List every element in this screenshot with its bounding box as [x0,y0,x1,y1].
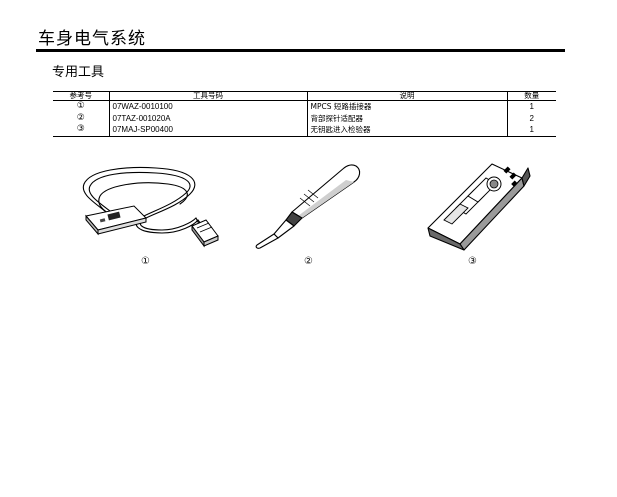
row-qty: 2 [506,112,556,124]
row-code: 07WAZ-0010100 [108,100,307,113]
table-row: ② 07TAZ-001020A 背部探针适配器 2 [53,112,556,124]
row-ref: ② [76,112,85,123]
row-ref: ③ [53,124,109,137]
special-tools-table: 参考号 工具号码 说明 数量 ① 07WAZ-0010100 MPCS 短路插接… [53,91,556,137]
figure-label-1: ① [141,256,150,267]
row-ref: ① [76,101,85,111]
row-desc: 无钥匙进入检验器 [306,124,507,137]
title-divider [36,49,565,52]
table-row: ① 07WAZ-0010100 MPCS 短路插接器 1 [53,100,556,113]
row-desc: 背部探针适配器 [306,112,507,124]
row-code: 07TAZ-001020A [108,112,307,124]
table-header-row: 参考号 工具号码 说明 数量 [53,91,556,101]
mpcs-short-connector-icon [82,167,219,248]
row-desc: MPCS 短路插接器 [306,100,507,113]
row-code: 07MAJ-SP00400 [108,124,307,137]
figure-label-2: ② [304,256,313,267]
section-subtitle: 专用工具 [52,65,105,80]
header-ref: 参考号 [53,91,109,101]
figure-label-3: ③ [468,256,477,267]
header-code: 工具号码 [108,91,307,101]
page-title: 车身电气系统 [38,29,146,49]
table-row: ③ 07MAJ-SP00400 无钥匙进入检验器 1 [53,124,556,137]
row-qty: 1 [506,100,556,113]
header-qty: 数量 [506,91,556,101]
header-desc: 说明 [306,91,507,101]
backprobe-adapter-icon [255,164,361,249]
row-qty: 1 [506,124,556,137]
keyless-entry-tester-icon [427,163,531,251]
